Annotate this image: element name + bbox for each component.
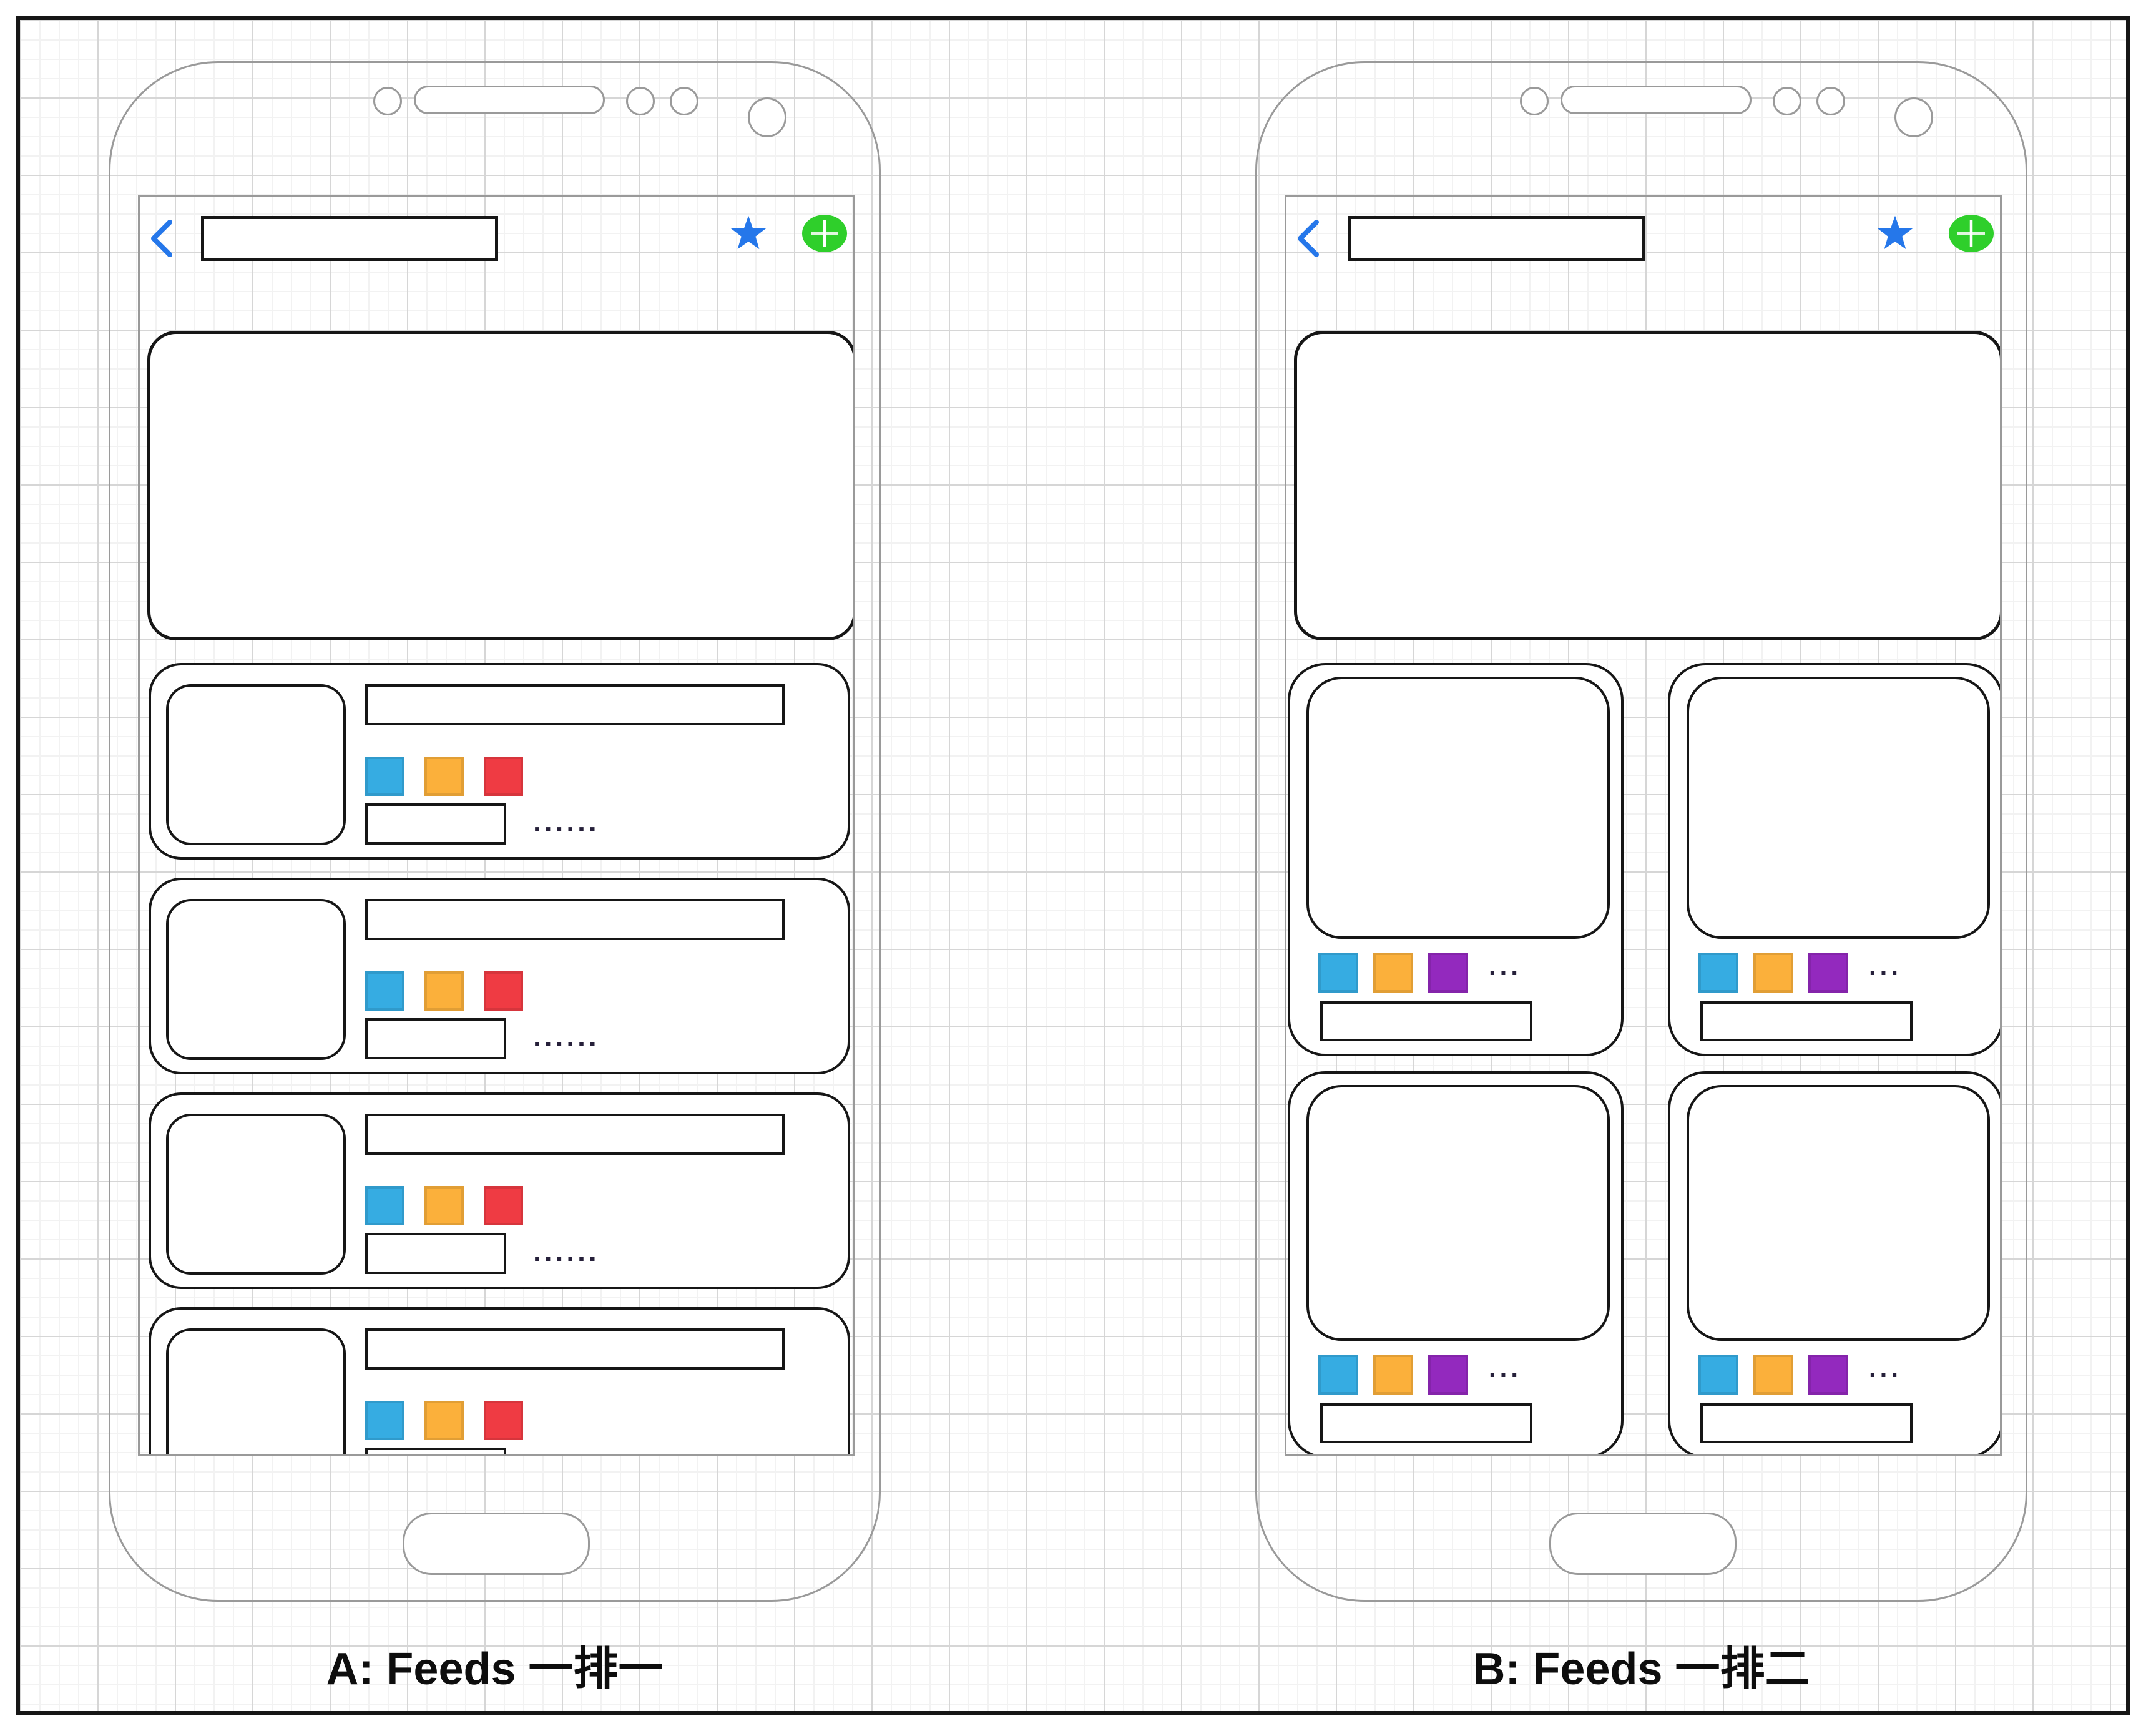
feed-card[interactable]: ... — [1668, 663, 2000, 1056]
hero-banner-placeholder[interactable] — [1294, 331, 2000, 640]
sensor-dot-icon — [626, 87, 655, 115]
tag-chip-red — [484, 1401, 523, 1440]
card-image-placeholder — [1306, 1085, 1610, 1341]
card-title-placeholder — [365, 1114, 785, 1155]
ellipsis-dots: ...... — [533, 805, 600, 838]
card-image-placeholder — [1306, 677, 1610, 939]
hero-banner-placeholder[interactable] — [147, 331, 853, 640]
star-icon[interactable] — [1876, 213, 1914, 252]
home-button[interactable] — [403, 1513, 590, 1575]
card-thumbnail-placeholder — [166, 1328, 346, 1454]
ellipsis-dots: ...... — [533, 1020, 600, 1052]
feed-card-clipped[interactable]: ...... — [149, 1307, 850, 1454]
camera-dot-icon — [1520, 87, 1549, 115]
tag-chip-blue — [365, 757, 404, 796]
card-caption-placeholder — [1700, 1001, 1913, 1041]
sensor-dot-icon — [1773, 87, 1801, 115]
tag-chip-purple — [1428, 953, 1468, 993]
feed-card[interactable]: ... — [1288, 1071, 1624, 1454]
tag-chip-red — [484, 1186, 523, 1225]
add-plus-circle-icon[interactable] — [1948, 214, 1994, 253]
sensor-dot-icon — [1816, 87, 1845, 115]
card-image-placeholder — [1687, 1085, 1990, 1341]
card-caption-placeholder — [365, 803, 506, 845]
tag-chip-orange — [424, 1186, 464, 1225]
star-icon[interactable] — [729, 213, 768, 252]
card-caption-placeholder — [365, 1233, 506, 1274]
ellipsis-dots: ...... — [533, 1442, 600, 1454]
phone-mockup-b: ... ... ... — [1255, 61, 2027, 1602]
card-title-placeholder — [365, 899, 785, 940]
phone-mockup-a: ...... ...... ...... — [109, 61, 881, 1602]
card-caption-placeholder — [1320, 1403, 1532, 1443]
back-chevron-icon[interactable] — [147, 218, 176, 258]
card-thumbnail-placeholder — [166, 1114, 346, 1275]
tag-chip-purple — [1808, 953, 1848, 993]
tag-chip-orange — [424, 757, 464, 796]
tag-chip-orange — [424, 1401, 464, 1440]
tag-chip-blue — [1318, 953, 1358, 993]
card-title-placeholder — [365, 684, 785, 725]
sensor-dot-icon — [670, 87, 698, 115]
card-caption-placeholder — [1320, 1001, 1532, 1041]
tag-chip-purple — [1428, 1355, 1468, 1395]
card-image-placeholder — [1687, 677, 1990, 939]
front-camera-icon — [1894, 97, 1933, 137]
tag-chip-blue — [365, 1401, 404, 1440]
ellipsis-dots: ...... — [533, 1235, 600, 1267]
card-title-placeholder — [365, 1328, 785, 1370]
nav-title-placeholder — [1348, 216, 1645, 261]
feed-card[interactable]: ... — [1288, 663, 1624, 1056]
card-thumbnail-placeholder — [166, 684, 346, 845]
feed-card[interactable]: ...... — [149, 1092, 850, 1289]
speaker-grille — [414, 86, 605, 114]
tag-chip-blue — [365, 1186, 404, 1225]
feed-card[interactable]: ...... — [149, 878, 850, 1074]
tag-chip-purple — [1808, 1355, 1848, 1395]
ellipsis-dots: ... — [1869, 951, 1903, 981]
caption-variant-b: B: Feeds 一排二 — [1472, 1644, 1810, 1694]
front-camera-icon — [748, 97, 786, 137]
tag-chip-blue — [1318, 1355, 1358, 1395]
phone-b-screen: ... ... ... — [1285, 195, 2002, 1456]
tag-chip-red — [484, 971, 523, 1011]
add-plus-circle-icon[interactable] — [801, 214, 848, 253]
tag-chip-orange — [424, 971, 464, 1011]
feed-card[interactable]: ... — [1668, 1071, 2000, 1454]
home-button[interactable] — [1549, 1513, 1737, 1575]
card-thumbnail-placeholder — [166, 899, 346, 1060]
tag-chip-red — [484, 757, 523, 796]
back-chevron-icon[interactable] — [1294, 218, 1323, 258]
tag-chip-blue — [1698, 953, 1738, 993]
tag-chip-orange — [1753, 953, 1793, 993]
caption-variant-a: A: Feeds 一排一 — [326, 1644, 664, 1694]
card-caption-placeholder — [1700, 1403, 1913, 1443]
tag-chip-blue — [1698, 1355, 1738, 1395]
ellipsis-dots: ... — [1869, 1353, 1903, 1383]
feed-card[interactable]: ...... — [149, 663, 850, 860]
nav-title-placeholder — [201, 216, 498, 261]
tag-chip-orange — [1373, 953, 1413, 993]
phone-a-screen: ...... ...... ...... — [138, 195, 855, 1456]
card-caption-placeholder — [365, 1018, 506, 1059]
tag-chip-blue — [365, 971, 404, 1011]
ellipsis-dots: ... — [1489, 951, 1522, 981]
card-caption-placeholder — [365, 1448, 506, 1454]
tag-chip-orange — [1753, 1355, 1793, 1395]
tag-chip-orange — [1373, 1355, 1413, 1395]
speaker-grille — [1561, 86, 1752, 114]
camera-dot-icon — [373, 87, 402, 115]
ellipsis-dots: ... — [1489, 1353, 1522, 1383]
